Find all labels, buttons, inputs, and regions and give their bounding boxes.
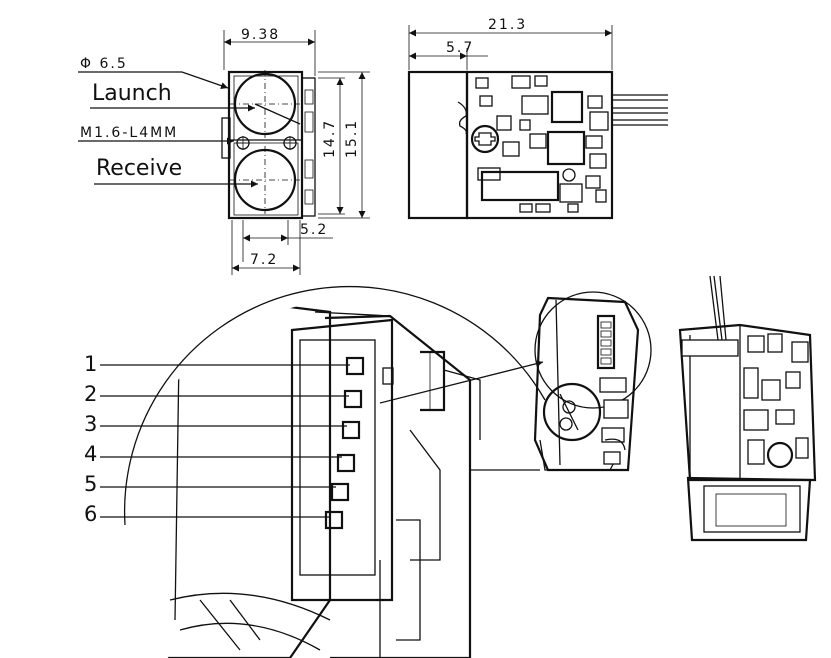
iso-view-front <box>533 291 652 472</box>
terminal-6 <box>324 510 344 530</box>
iso-screw <box>766 441 794 469</box>
receive-label: Receive <box>96 156 182 181</box>
side-view: 21.3 5.7 <box>407 17 668 220</box>
terminal-4 <box>336 453 356 473</box>
pin-label-5: 5 <box>84 472 97 496</box>
dim-bottom-inner: 5.2 <box>300 222 328 238</box>
side-housing <box>407 70 469 220</box>
dim-inner-height: 14.7 <box>322 119 338 158</box>
pin-label-3: 3 <box>84 412 97 436</box>
pin-label-6: 6 <box>84 502 97 526</box>
pcb-chip <box>550 90 584 124</box>
terminal-5 <box>330 482 350 502</box>
front-view: 9.38 Φ 6.5 Launch M1.6-L4MM Receive 14.7… <box>78 27 370 275</box>
iso-view-rear <box>678 275 817 542</box>
front-side-plate <box>301 77 316 217</box>
screw-spec: M1.6-L4MM <box>80 125 178 141</box>
pin-label-1: 1 <box>84 352 97 376</box>
dim-outer-height: 15.1 <box>344 119 360 158</box>
side-pcb <box>465 70 614 220</box>
terminal-2 <box>343 389 363 409</box>
connector-detail: 1 2 3 4 5 6 <box>84 285 546 658</box>
iso-connector <box>596 314 616 370</box>
pin-label-2: 2 <box>84 382 97 406</box>
dim-bottom-width: 7.2 <box>250 252 278 268</box>
connector-body <box>290 318 394 602</box>
side-screw <box>470 124 500 154</box>
dim-offset: 5.7 <box>446 40 474 56</box>
iso-lens <box>542 382 602 442</box>
terminal-1 <box>345 356 365 376</box>
launch-label: Launch <box>92 81 172 106</box>
dim-width: 9.38 <box>241 27 280 43</box>
pcb-inductor <box>480 170 560 202</box>
pin-label-4: 4 <box>84 442 97 466</box>
terminal-3 <box>341 420 361 440</box>
iso-base <box>686 476 812 542</box>
dim-lens-diameter: Φ 6.5 <box>80 56 128 72</box>
dim-length: 21.3 <box>488 17 527 33</box>
